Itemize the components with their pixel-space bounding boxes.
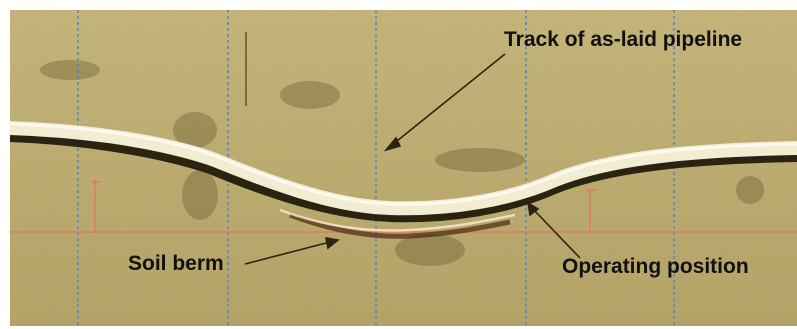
label-track-of-as-laid-pipeline: Track of as-laid pipeline — [504, 28, 742, 52]
label-operating-position: Operating position — [562, 255, 749, 279]
label-soil-berm: Soil berm — [128, 252, 224, 276]
